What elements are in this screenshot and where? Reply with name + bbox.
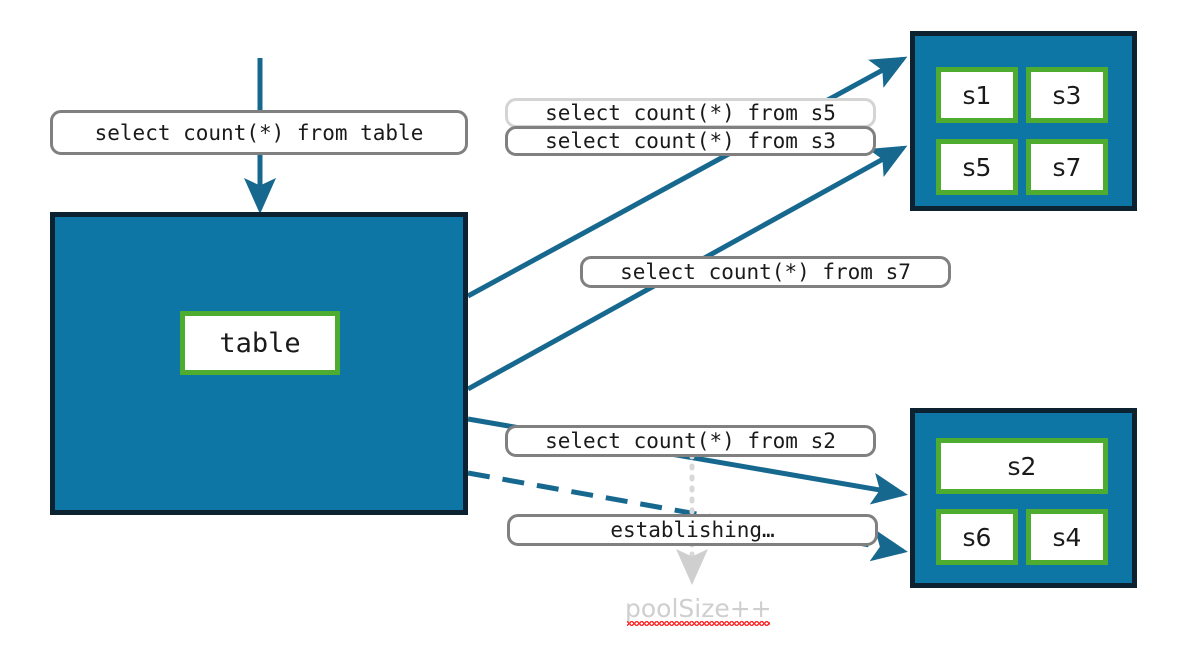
server-chip-s3[interactable]: s3 [1026, 67, 1108, 123]
server-chip-s6-label: s6 [962, 522, 992, 552]
query-label-establishing[interactable]: establishing… [507, 514, 878, 546]
server-chip-s7-label: s7 [1052, 152, 1082, 182]
query-label-s5[interactable]: select count(*) from s5 [505, 98, 876, 128]
query-label-s7[interactable]: select count(*) from s7 [580, 256, 951, 288]
server-chip-s1[interactable]: s1 [936, 67, 1018, 123]
pool-size-annotation-text: poolSize++ [625, 594, 772, 623]
server-chip-s4-label: s4 [1052, 522, 1082, 552]
query-label-s5-text: select count(*) from s5 [545, 101, 836, 125]
query-label-s2[interactable]: select count(*) from s2 [505, 425, 876, 457]
server-chip-s1-label: s1 [962, 80, 992, 110]
query-label-source-text: select count(*) from table [94, 120, 424, 145]
server-chip-s5-label: s5 [962, 152, 992, 182]
server-chip-s6[interactable]: s6 [936, 509, 1018, 565]
pool-size-annotation: poolSize++ [625, 594, 772, 626]
query-label-establishing-text: establishing… [610, 518, 775, 542]
server-chip-s7[interactable]: s7 [1026, 139, 1108, 195]
server-chip-s4[interactable]: s4 [1026, 509, 1108, 565]
query-label-s3-text: select count(*) from s3 [545, 129, 836, 153]
query-label-s3[interactable]: select count(*) from s3 [505, 126, 876, 156]
query-label-source[interactable]: select count(*) from table [50, 110, 468, 155]
server-chip-s2-label: s2 [1007, 451, 1037, 481]
spellcheck-underline-icon [627, 621, 770, 626]
table-node[interactable]: table [180, 311, 340, 375]
server-chip-s2[interactable]: s2 [936, 438, 1108, 494]
query-label-s2-text: select count(*) from s2 [545, 429, 836, 453]
query-label-s7-text: select count(*) from s7 [620, 260, 911, 284]
server-chip-s5[interactable]: s5 [936, 139, 1018, 195]
server-chip-s3-label: s3 [1052, 80, 1082, 110]
table-node-label: table [219, 327, 301, 359]
